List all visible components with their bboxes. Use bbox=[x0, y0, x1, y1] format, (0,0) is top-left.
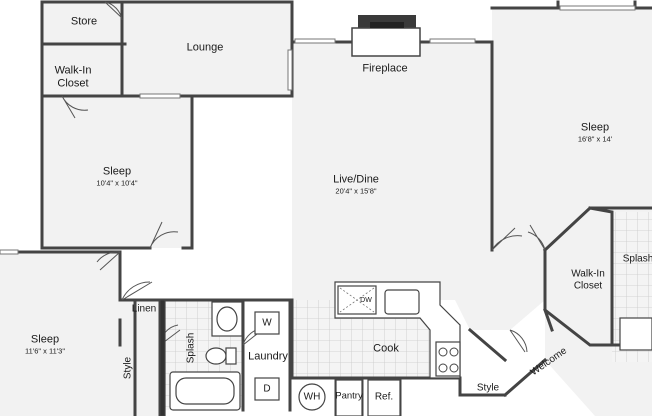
room-store: Store bbox=[70, 15, 98, 28]
water-heater-label: WH bbox=[303, 391, 321, 403]
room-sleep-1: Sleep bbox=[102, 165, 132, 178]
washer-label: W bbox=[262, 317, 272, 329]
dishwasher-icon bbox=[339, 287, 375, 313]
appliance-boxes bbox=[254, 311, 401, 416]
room-walkin-closet-2: Walk-In Closet bbox=[571, 268, 605, 292]
room-cook: Cook bbox=[373, 342, 399, 355]
room-live-dine: Live/Dine bbox=[333, 173, 379, 186]
refrigerator-label: Ref. bbox=[374, 391, 394, 403]
room-splash-bath: Splash bbox=[185, 332, 197, 364]
fireplace-icon bbox=[351, 15, 421, 57]
dishwasher-label: DW bbox=[360, 296, 372, 304]
room-lounge: Lounge bbox=[186, 41, 224, 54]
room-style-left: Style bbox=[122, 356, 134, 380]
pantry-label: Pantry bbox=[335, 390, 363, 402]
room-linen: Linen bbox=[131, 303, 157, 315]
room-sleep-3: Sleep bbox=[30, 333, 60, 346]
dryer-label: D bbox=[263, 383, 271, 395]
stove-burners bbox=[438, 347, 459, 373]
room-sleep-2: Sleep bbox=[580, 121, 610, 134]
room-sleep-1-dimensions: 10'4" x 10'4" bbox=[96, 178, 138, 188]
room-style-right: Style bbox=[476, 382, 500, 394]
room-splash-right: Splash bbox=[622, 253, 652, 265]
room-sleep-3-dimensions: 11'6" x 11'3" bbox=[24, 346, 66, 356]
room-live-dine-dimensions: 20'4" x 15'8" bbox=[335, 186, 377, 196]
room-fireplace: Fireplace bbox=[362, 62, 408, 75]
bath-fixtures bbox=[159, 299, 652, 416]
room-laundry: Laundry bbox=[248, 350, 288, 363]
windows bbox=[0, 5, 636, 255]
room-sleep-2-dimensions: 16'8" x 14' bbox=[577, 134, 613, 144]
room-walkin-closet-1: Walk-In Closet bbox=[54, 64, 92, 89]
